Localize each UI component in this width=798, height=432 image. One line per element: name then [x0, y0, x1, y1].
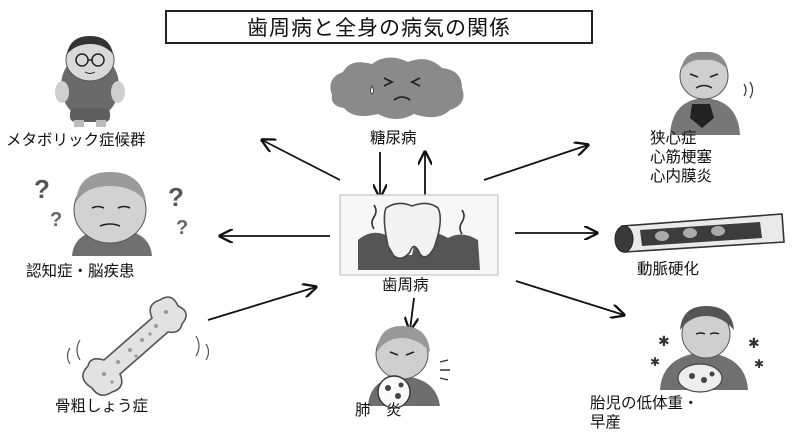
chest-pain-man-icon: [670, 51, 754, 135]
confused-man-icon: ? ? ? ?: [34, 172, 188, 256]
arrow-to-metabolic: [262, 140, 341, 181]
svg-text:✱: ✱: [658, 334, 670, 350]
svg-text:?: ?: [34, 174, 50, 204]
metabolic-label: メタボリック症候群: [6, 131, 146, 149]
svg-text:✱: ✱: [748, 336, 760, 352]
page-title: 歯周病と全身の病気の関係: [165, 10, 593, 44]
heart-label-line-3: 心内膜炎: [650, 167, 713, 185]
heart-label-line-1: 狭心症: [650, 129, 697, 147]
arteriosclerosis-label: 動脈硬化: [637, 260, 700, 278]
clogged-artery-icon: [614, 213, 785, 253]
coughing-elder-icon: [368, 326, 450, 409]
arrow-to-preterm: [515, 280, 624, 315]
overweight-man-icon: [55, 36, 125, 127]
pregnant-woman-icon: ✱ ✱ ✱ ✱: [650, 306, 764, 393]
preterm-label: 胎児の低体重・ 早産: [590, 394, 699, 432]
arrow-to-pneumonia: [410, 297, 414, 330]
preterm-label-line-1: 胎児の低体重・: [590, 394, 699, 412]
diagram-canvas: ? ? ? ?: [34, 36, 785, 409]
relation-arrows: [207, 140, 624, 330]
svg-text:✱: ✱: [754, 357, 764, 371]
preterm-label-line-2: 早産: [590, 413, 622, 431]
arrow-from-osteoporosis: [207, 287, 316, 321]
arrow-to-heart: [483, 145, 588, 181]
center-label: 歯周病: [382, 276, 429, 294]
sad-pancreas-icon: [330, 57, 464, 119]
svg-text:✱: ✱: [650, 355, 660, 369]
heart-label-line-2: 心筋梗塞: [650, 148, 713, 166]
diabetes-label: 糖尿病: [370, 129, 417, 147]
tooth-gum-icon: [339, 194, 499, 276]
title-text: 歯周病と全身の病気の関係: [247, 16, 511, 40]
osteoporosis-label: 骨粗しょう症: [55, 397, 149, 415]
heart-label: 狭心症 心筋梗塞 心内膜炎: [650, 129, 712, 186]
pneumonia-label: 肺 炎: [355, 401, 402, 419]
porous-bone-icon: [66, 296, 210, 396]
svg-text:?: ?: [168, 182, 184, 212]
svg-text:?: ?: [50, 209, 62, 231]
dementia-label: 認知症・脳疾患: [26, 262, 135, 280]
svg-text:?: ?: [176, 217, 188, 239]
